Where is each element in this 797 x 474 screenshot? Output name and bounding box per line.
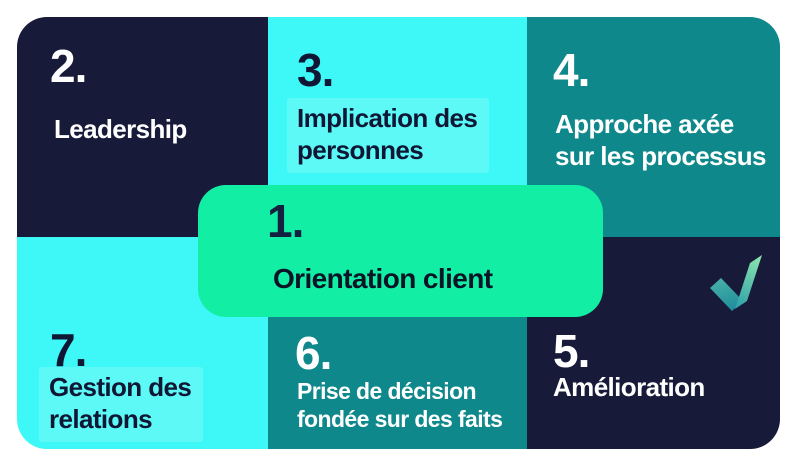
principle-3-label: Implication des personnes: [287, 98, 490, 174]
principle-1-number: 1.: [267, 195, 304, 247]
principle-2-number: 2.: [50, 40, 87, 92]
principle-3-number: 3.: [297, 44, 334, 96]
panel-7-gestion-relations: 7. Gestion des relations: [17, 237, 268, 449]
principle-4-number: 4.: [553, 44, 590, 96]
principle-6-label: Prise de décision fondée sur des faits: [297, 378, 503, 433]
principle-6-number: 6.: [295, 327, 332, 379]
principle-7-number: 7.: [50, 324, 87, 376]
panel-2-leadership: 2. Leadership: [17, 17, 268, 237]
principles-grid: 2. Leadership 3. Implication des personn…: [17, 17, 780, 449]
principle-5-number: 5.: [553, 325, 590, 377]
checkmark-icon: [710, 255, 762, 311]
panel-1-orientation-client: 1. Orientation client: [198, 185, 603, 317]
principle-2-label: Leadership: [54, 114, 187, 144]
principle-7-label: Gestion des relations: [39, 367, 204, 443]
principle-4-label: Approche axée sur les processus: [555, 109, 767, 171]
panel-4-approche-processus: 4. Approche axée sur les processus: [527, 17, 780, 237]
principle-5-label: Amélioration: [553, 372, 705, 402]
principle-1-label: Orientation client: [273, 263, 493, 294]
